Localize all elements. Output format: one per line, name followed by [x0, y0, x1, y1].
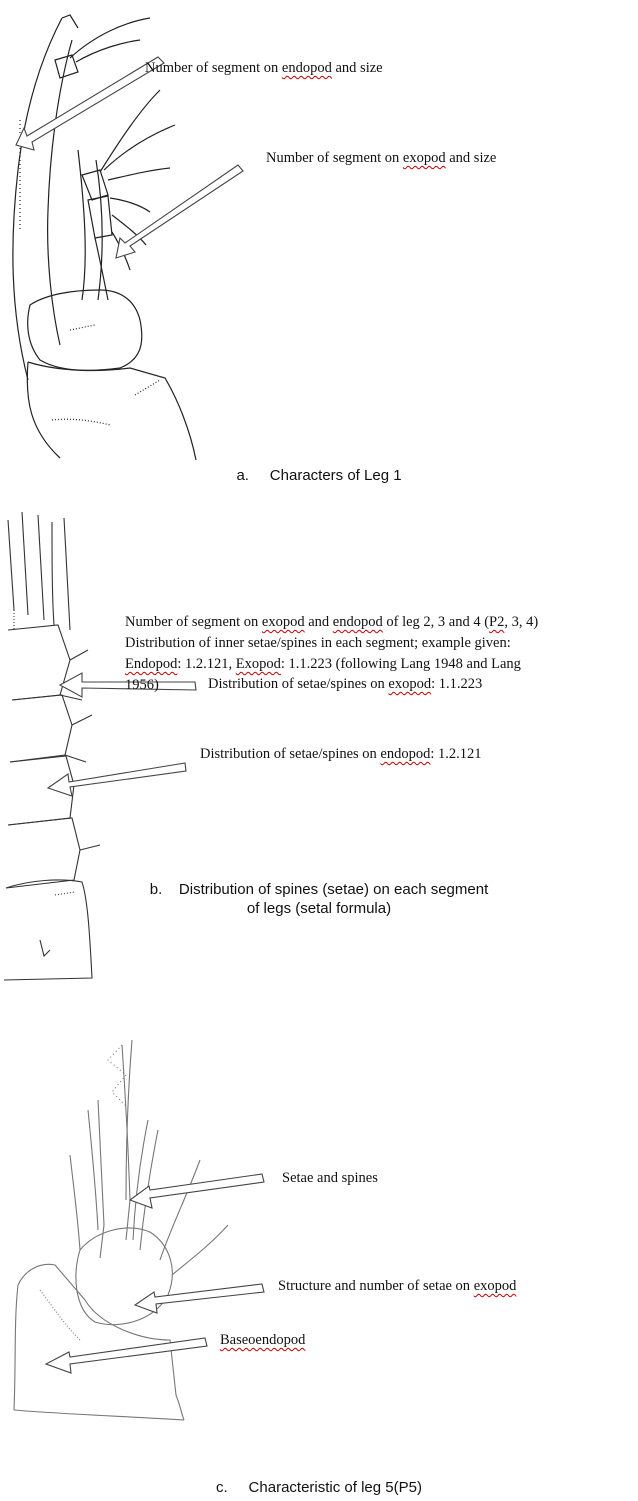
panel-b: Number of segment on exopod and endopod …: [0, 500, 638, 1000]
arrow-to-exopod-c: [135, 1284, 264, 1313]
arrow-to-baseoendopod: [46, 1338, 207, 1373]
caption-c: c. Characteristic of leg 5(P5): [0, 1478, 638, 1497]
arrow-to-endopod-b: [48, 763, 186, 796]
caption-b-line-1: b. Distribution of spines (setae) on eac…: [0, 880, 638, 899]
label-exopod-segments: Number of segment on exopod and size: [266, 150, 496, 167]
para-line-3: Endopod: 1.2.121, Exopod: 1.1.223 (follo…: [125, 654, 635, 675]
label-setae-spines: Setae and spines: [282, 1170, 378, 1187]
label-baseoendopod: Baseoendopod: [220, 1332, 305, 1349]
caption-b-line-2: of legs (setal formula): [0, 899, 638, 918]
label-endopod-distribution: Distribution of setae/spines on endopod:…: [200, 746, 482, 763]
arrow-to-endopod: [16, 57, 164, 150]
label-endopod-segments: Number of segment on endopod and size: [145, 60, 383, 77]
label-exopod-distribution: Distribution of setae/spines on exopod: …: [208, 676, 482, 693]
caption-b: b. Distribution of spines (setae) on eac…: [0, 880, 638, 918]
arrow-to-setae: [130, 1174, 264, 1208]
para-line-2: Distribution of inner setae/spines in ea…: [125, 633, 635, 654]
para-line-1: Number of segment on exopod and endopod …: [125, 612, 635, 633]
panel-c: Setae and spines Structure and number of…: [0, 1000, 638, 1501]
arrow-to-exopod: [116, 165, 243, 258]
panel-a: Number of segment on endopod and size Nu…: [0, 0, 638, 500]
leg5-drawing: [0, 1000, 638, 1501]
label-structure-setae: Structure and number of setae on exopod: [278, 1278, 516, 1295]
caption-a: a. Characters of Leg 1: [0, 466, 638, 485]
